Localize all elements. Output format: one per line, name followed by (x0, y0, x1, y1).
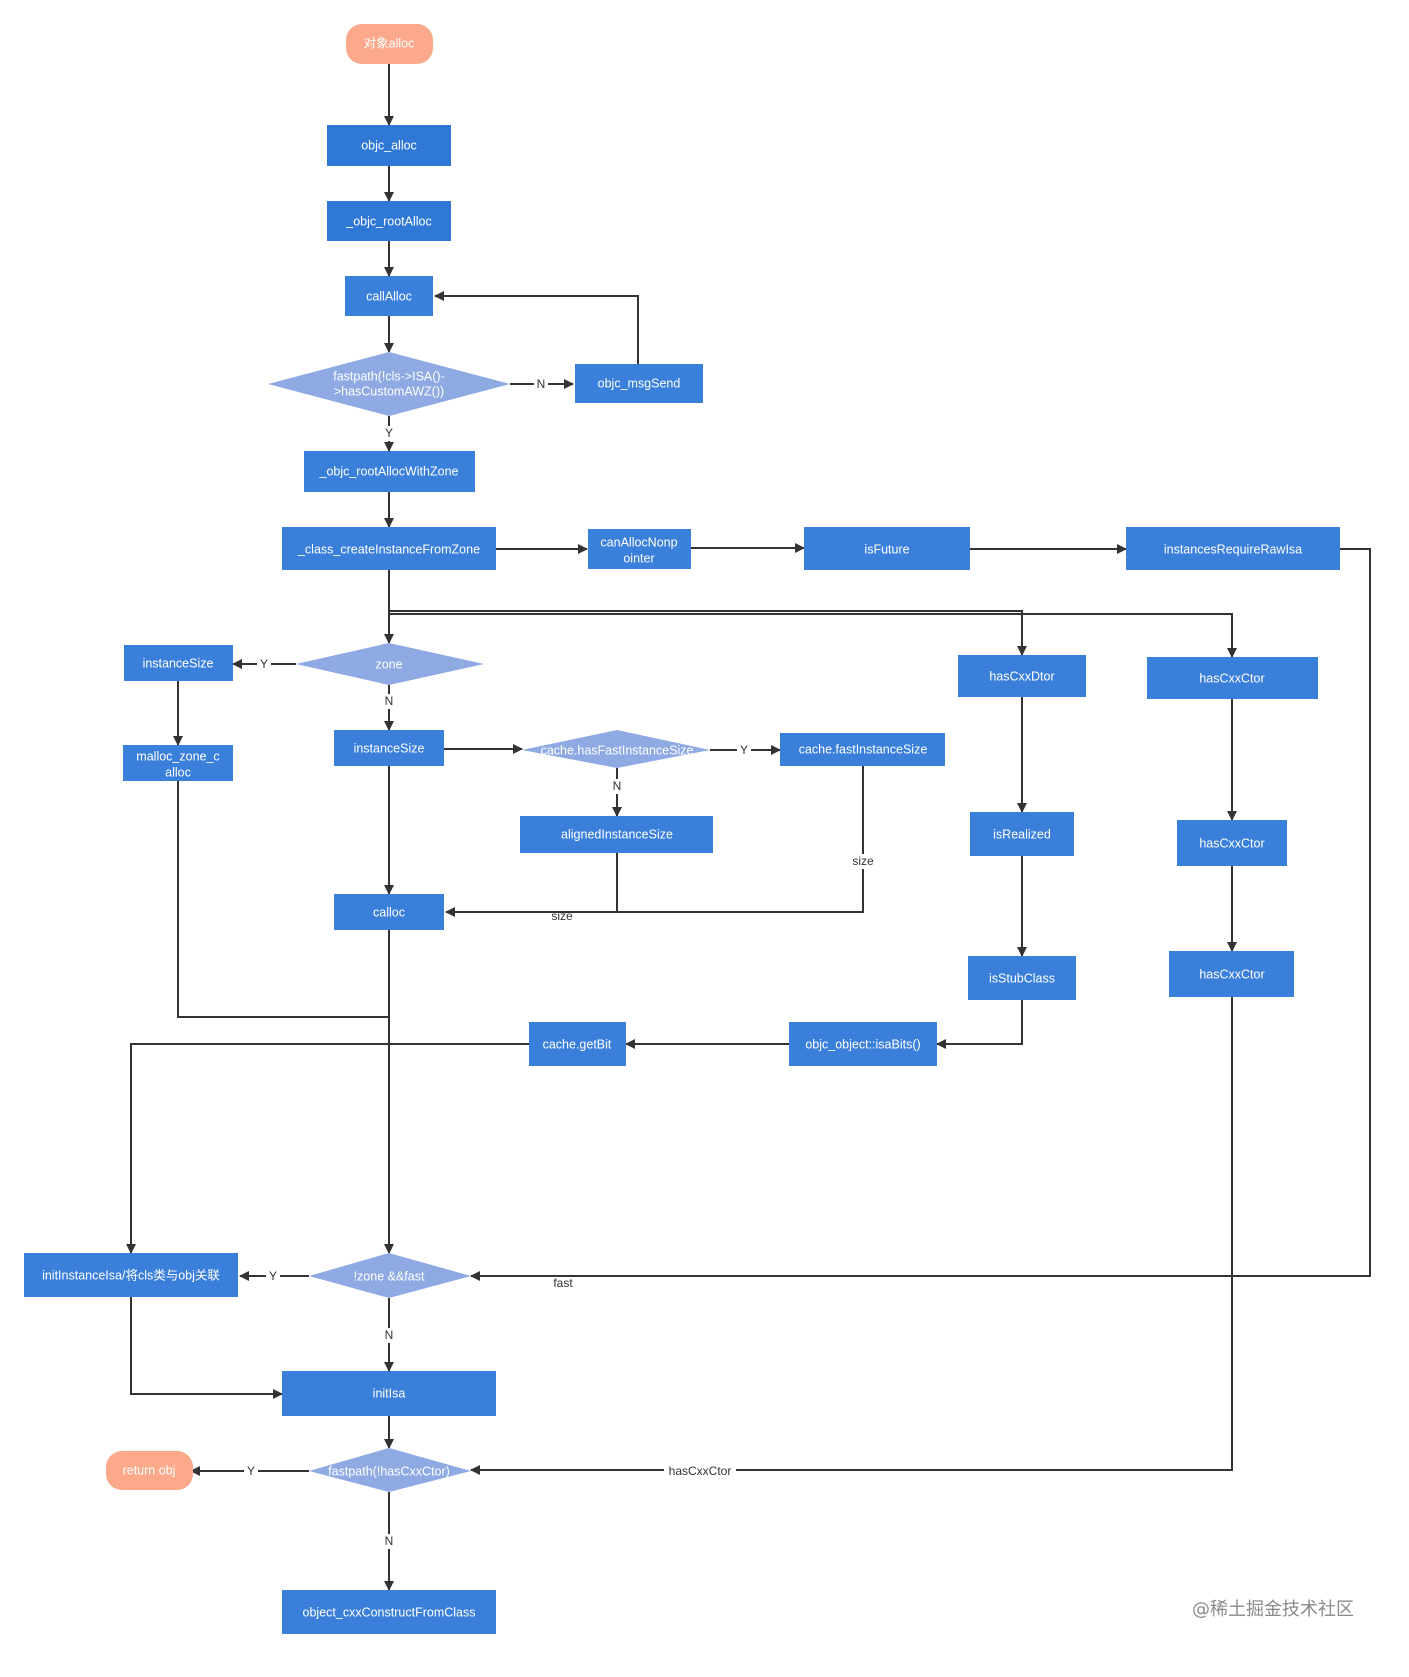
canallocnonpointer-label-2: ointer (623, 551, 654, 565)
initisa-box (282, 1371, 496, 1416)
edge-create-hascxxdtor (389, 610, 1027, 656)
rawisa-box (1126, 527, 1340, 570)
edge-labels: N Y Y N Y N size size Y N fast Y N hasCx… (244, 376, 878, 1549)
createinstance-label: _class_createInstanceFromZone (297, 542, 480, 556)
calloc-box (334, 894, 444, 930)
callalloc-box (345, 276, 433, 316)
edge-label-zone-no: N (385, 694, 394, 708)
callalloc-label: callAlloc (366, 289, 412, 303)
isabits-label: objc_object::isaBits() (805, 1037, 920, 1051)
isabits-box (789, 1022, 937, 1066)
rootallocwithzone-box (304, 451, 475, 492)
edge-getbit-initinstanceisa (126, 1043, 529, 1254)
objc-msgsend-box (575, 364, 703, 403)
instancesize-mid-label: instanceSize (354, 741, 425, 755)
rootallocwithzone-label: _objc_rootAllocWithZone (319, 464, 459, 478)
fastpath-awz-diamond (268, 352, 510, 416)
edge-label-size-bottom: size (551, 909, 573, 923)
cxxconstruct-label: object_cxxConstructFromClass (303, 1605, 476, 1619)
objc-alloc-label: objc_alloc (361, 138, 417, 152)
edges (126, 64, 1371, 1591)
edge-create-hascxxctor (389, 613, 1237, 658)
cxxconstruct-box (282, 1590, 496, 1634)
edge-fastinstancesize-calloc (617, 766, 864, 913)
isrealized-label: isRealized (993, 827, 1051, 841)
isstubclass-label: isStubClass (989, 971, 1055, 985)
edge-label-awz-no: N (537, 377, 546, 391)
fastpath-hascxxctor-label: fastpath(!hasCxxCtor) (328, 1464, 450, 1478)
hascxxctor-1-box (1147, 657, 1318, 699)
instancesize-left-box (124, 645, 233, 681)
alignedinstancesize-label: alignedInstanceSize (561, 827, 673, 841)
createinstance-box (282, 527, 496, 570)
instancesize-mid-box (334, 730, 444, 766)
edge-aligned-calloc (445, 853, 618, 917)
objc-rootalloc-label: _objc_rootAlloc (345, 214, 431, 228)
fastinstancesize-box (780, 733, 945, 766)
edge-label-size-right: size (852, 854, 874, 868)
isfuture-box (804, 527, 970, 570)
hascxxctor-3-label: hasCxxCtor (1199, 967, 1264, 981)
edge-label-cxx-no: N (385, 1534, 394, 1548)
start-terminal (346, 24, 433, 64)
edge-label-fast-yes: Y (740, 743, 748, 757)
malloc-zone-calloc-label-2: alloc (165, 765, 191, 779)
cache-getbit-label: cache.getBit (543, 1037, 612, 1051)
malloc-zone-calloc-box (123, 745, 233, 781)
rawisa-label: instancesRequireRawIsa (1164, 542, 1302, 556)
edge-rawisa-zonefast (470, 548, 1371, 1281)
hascxxctor-1-label: hasCxxCtor (1199, 671, 1264, 685)
edge-msgsend-callalloc (434, 291, 639, 364)
zonefast-label: !zone &&fast (354, 1269, 425, 1283)
hascxxdtor-box (958, 655, 1086, 697)
watermark-text: @稀土掘金技术社区 (1192, 1599, 1354, 1620)
start-label: 对象alloc (364, 36, 415, 50)
fastpath-awz-label-2: >hasCustomAWZ()) (334, 384, 444, 398)
isfuture-label: isFuture (864, 542, 909, 556)
zone-label: zone (375, 657, 402, 671)
isstubclass-box (968, 956, 1076, 1000)
edge-label-cxx-yes: Y (247, 1464, 255, 1478)
initisa-label: initIsa (373, 1386, 406, 1400)
nodes: 对象alloc objc_alloc _objc_rootAlloc callA… (24, 24, 1340, 1634)
edge-label-fast: fast (553, 1276, 573, 1290)
hascxxdtor-label: hasCxxDtor (989, 669, 1054, 683)
canallocnonpointer-box (588, 529, 691, 569)
zone-diamond (296, 643, 484, 685)
edge-initinstanceisa-initisa (130, 1297, 283, 1399)
hasfastinstancesize-diamond (522, 730, 710, 768)
hascxxctor-2-box (1177, 820, 1287, 866)
edge-label-zone-yes: Y (260, 657, 268, 671)
return-obj-terminal (106, 1451, 193, 1490)
canallocnonpointer-label-1: canAllocNonp (600, 535, 677, 549)
calloc-label: calloc (373, 905, 405, 919)
return-obj-label: return obj (123, 1463, 176, 1477)
edge-label-fast-no: N (613, 779, 622, 793)
objc-rootalloc-box (327, 201, 451, 241)
hascxxctor-2-label: hasCxxCtor (1199, 836, 1264, 850)
alignedinstancesize-box (520, 816, 713, 853)
fastpath-awz-label-1: fastpath(!cls->ISA()- (333, 369, 445, 383)
initinstanceisa-box (24, 1253, 238, 1297)
edge-label-zonefast-no: N (385, 1328, 394, 1342)
hasfastinstancesize-label: cache.hasFastInstanceSize (541, 743, 694, 757)
zonefast-diamond (309, 1253, 471, 1298)
initinstanceisa-label: initInstanceIsa/将cls类与obj关联 (42, 1268, 220, 1282)
edge-isstubclass-isabits (936, 1000, 1023, 1049)
fastinstancesize-label: cache.fastInstanceSize (799, 742, 928, 756)
isrealized-box (970, 812, 1074, 856)
fastpath-hascxxctor-diamond (309, 1448, 471, 1492)
edge-label-hascxxctor: hasCxxCtor (669, 1464, 732, 1478)
edge-label-zonefast-yes: Y (269, 1269, 277, 1283)
edge-label-awz-yes: Y (385, 426, 393, 440)
objc-alloc-box (327, 125, 451, 166)
edge-malloc-merge (177, 781, 389, 1018)
cache-getbit-box (529, 1022, 626, 1066)
objc-msgsend-label: objc_msgSend (598, 376, 681, 390)
instancesize-left-label: instanceSize (143, 656, 214, 670)
edge-hascxxctor3-fastpath-cxx (470, 997, 1233, 1475)
hascxxctor-3-box (1169, 951, 1294, 997)
malloc-zone-calloc-label-1: malloc_zone_c (136, 749, 219, 763)
